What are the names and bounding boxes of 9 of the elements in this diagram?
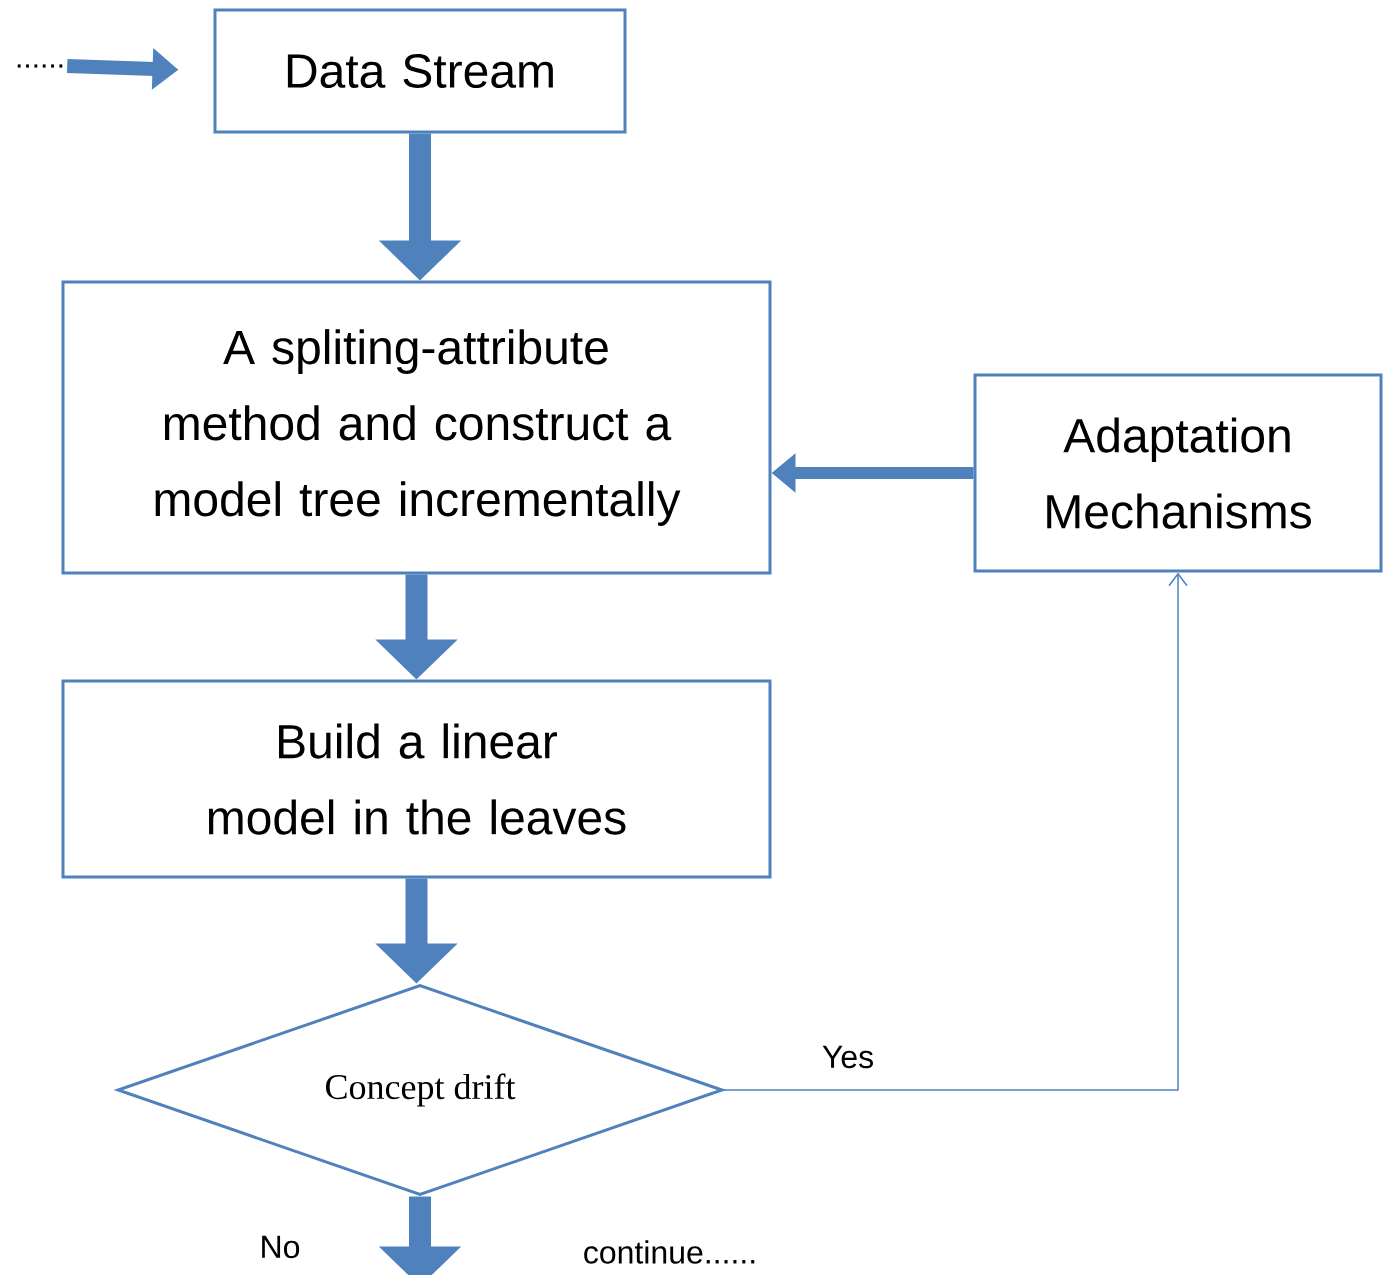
process-box: A spliting-attribute method and construct a model tree incrementally: [61, 280, 772, 575]
note-text: continue......: [584, 1240, 755, 1264]
connector-line: [723, 572, 1188, 1091]
ellipsis-text: ......: [17, 64, 63, 68]
edge-label: Yes: [819, 1043, 877, 1071]
process-box: Data Stream: [213, 8, 627, 134]
process-box: Adaptation Mechanisms: [973, 373, 1383, 573]
edge-label: No: [257, 1233, 303, 1261]
process-box: Build a linear model in the leaves: [61, 679, 772, 879]
